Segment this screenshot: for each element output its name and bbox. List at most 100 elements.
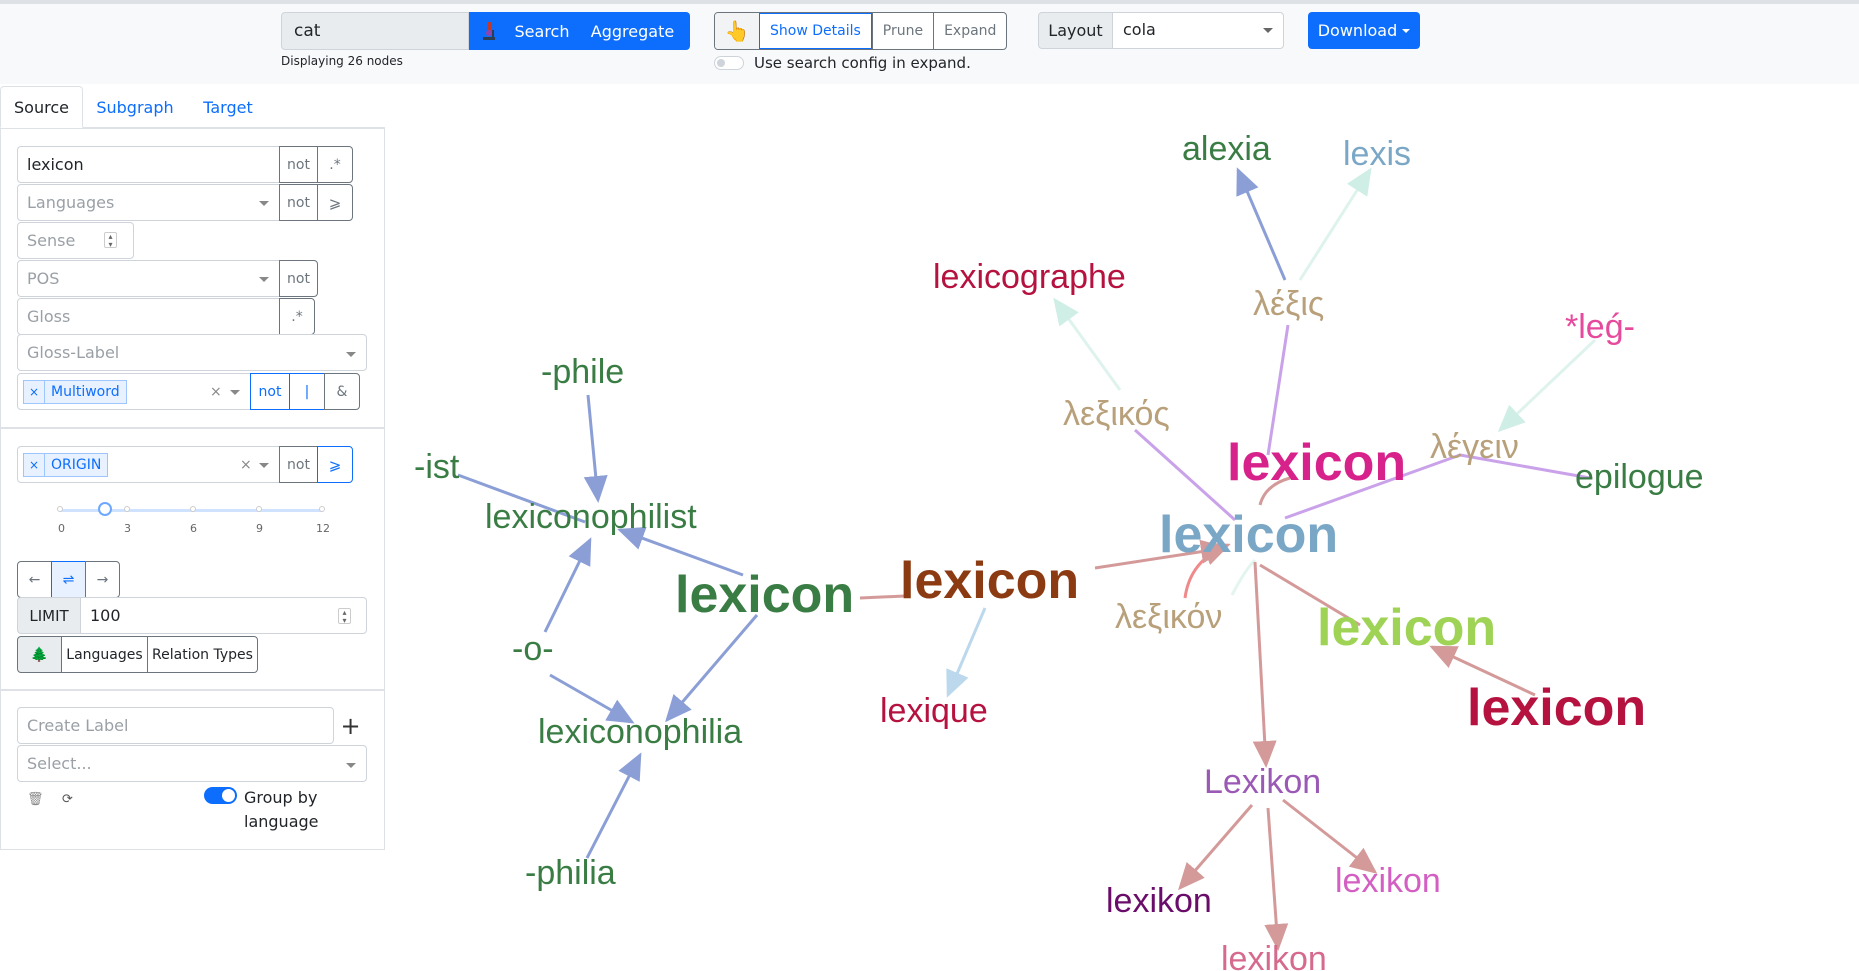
graph-node[interactable]: -o- [512, 630, 554, 668]
aggregate-button[interactable]: Aggregate [590, 21, 675, 41]
tag-not-button[interactable]: not [250, 373, 290, 410]
graph-node[interactable]: -ist [414, 448, 460, 486]
group-by-language-label: Group by language [244, 788, 319, 831]
gloss-placeholder: Gloss [27, 307, 71, 326]
chevron-down-icon [346, 763, 356, 768]
tree-icon[interactable]: 🌲 [17, 636, 62, 673]
depth-slider-handle[interactable] [98, 502, 112, 516]
term-not-button[interactable]: not [279, 146, 318, 183]
remove-tag-icon[interactable]: × [24, 381, 45, 403]
direction-right-button[interactable]: → [85, 561, 120, 598]
graph-node[interactable]: lexis [1343, 135, 1411, 173]
gloss-input[interactable]: Gloss [17, 298, 280, 335]
pointing-hand-icon[interactable]: 👆 [715, 13, 759, 49]
expand-config-toggle[interactable] [714, 56, 744, 70]
relation-not-button[interactable]: not [279, 446, 318, 483]
create-label-placeholder: Create Label [27, 716, 129, 735]
layout-select[interactable]: cola [1112, 12, 1284, 49]
graph-tools-group: 👆 Show Details Prune Expand [714, 12, 1008, 50]
term-regex-button[interactable]: .* [317, 146, 353, 183]
graph-node[interactable]: λεξικόν [1115, 598, 1222, 636]
create-label-input[interactable]: Create Label [17, 707, 334, 744]
sense-stepper[interactable]: ▴▾ [104, 232, 117, 249]
pos-not-button[interactable]: not [279, 260, 318, 297]
trash-icon[interactable]: 🗑 [27, 792, 44, 807]
chevron-down-icon [259, 201, 269, 206]
graph-node[interactable]: lexikon [1221, 940, 1327, 971]
languages-button[interactable]: Languages [61, 636, 148, 673]
show-details-button[interactable]: Show Details [759, 13, 872, 49]
slider-tick [319, 506, 325, 512]
slider-tick [256, 506, 262, 512]
tab-target[interactable]: Target [203, 97, 253, 117]
graph-node[interactable]: lexikon [1335, 862, 1441, 900]
relation-types-button[interactable]: Relation Types [147, 636, 258, 673]
sense-placeholder: Sense [27, 231, 76, 250]
tag-and-button[interactable]: & [324, 373, 360, 410]
gloss-regex-button[interactable]: .* [279, 298, 315, 335]
graph-node[interactable]: lexicon [1317, 599, 1496, 657]
tag-or-button[interactable]: | [289, 373, 325, 410]
microscope-icon[interactable] [469, 12, 509, 50]
search-button[interactable]: Search [514, 21, 570, 41]
direction-both-button[interactable]: ⇌ [51, 561, 86, 598]
download-button[interactable]: Download [1308, 12, 1420, 49]
graph-node[interactable]: lexique [880, 692, 988, 730]
limit-label: LIMIT [17, 597, 81, 634]
graph-node[interactable]: lexicon [1467, 679, 1646, 737]
graph-node[interactable]: λέξις [1253, 285, 1324, 323]
graph-node[interactable]: lexicographe [933, 258, 1126, 296]
slider-tick [57, 506, 63, 512]
search-input[interactable]: cat [281, 12, 469, 50]
direction-left-button[interactable]: ← [17, 561, 52, 598]
graph-nodes: alexia lexis lexicographe λέξις *leǵ- -p… [414, 130, 1704, 971]
languages-gte-button[interactable]: ⩾ [317, 184, 353, 221]
layout-value: cola [1123, 20, 1156, 39]
limit-stepper[interactable]: ▴▾ [338, 608, 351, 625]
languages-not-button[interactable]: not [279, 184, 318, 221]
graph-node[interactable]: λέγειν [1430, 428, 1519, 466]
chevron-down-icon [259, 463, 269, 468]
slider-tick-label: 6 [190, 522, 197, 535]
graph-node[interactable]: lexikon [1106, 882, 1212, 920]
origin-tag-chip: × ORIGIN [23, 453, 109, 477]
chevron-down-icon [1263, 28, 1273, 33]
graph-node[interactable]: alexia [1182, 130, 1271, 168]
languages-select[interactable]: Languages [17, 184, 280, 221]
graph-node[interactable]: lexiconophilia [538, 713, 742, 751]
graph-node[interactable]: λεξικός [1063, 395, 1170, 433]
clear-icon[interactable]: × [240, 457, 252, 473]
graph-node[interactable]: lexicon [900, 552, 1079, 610]
graph-node[interactable]: epilogue [1575, 458, 1704, 496]
slider-tick [190, 506, 196, 512]
tab-subgraph[interactable]: Subgraph [96, 97, 174, 117]
remove-tag-icon[interactable]: × [24, 454, 45, 476]
etymology-graph[interactable]: alexia lexis lexicographe λέξις *leǵ- -p… [385, 128, 1859, 971]
expand-button[interactable]: Expand [933, 13, 1006, 49]
group-by-language-toggle[interactable] [204, 787, 237, 804]
gloss-label-select[interactable]: Gloss-Label [17, 334, 367, 371]
tab-source[interactable]: Source [0, 86, 83, 128]
graph-node[interactable]: -phile [541, 353, 624, 391]
add-label-button[interactable]: + [340, 711, 361, 740]
label-select[interactable]: Select... [17, 745, 367, 782]
pos-select[interactable]: POS [17, 260, 280, 297]
graph-node[interactable]: -philia [525, 854, 616, 892]
limit-input[interactable]: 100 [80, 597, 367, 634]
graph-node[interactable]: lexicon [1159, 506, 1338, 564]
graph-node[interactable]: lexicon [675, 566, 854, 624]
graph-node[interactable]: lexicon [1227, 434, 1406, 492]
chevron-down-icon [346, 352, 356, 357]
graph-node[interactable]: lexiconophilist [485, 498, 697, 536]
term-input[interactable]: lexicon [17, 146, 280, 183]
clear-icon[interactable]: × [210, 384, 222, 400]
relation-gte-button[interactable]: ⩾ [317, 446, 353, 483]
graph-node[interactable]: *leǵ- [1565, 308, 1635, 346]
sense-input[interactable]: Sense [17, 222, 134, 259]
chevron-down-icon [230, 390, 240, 395]
graph-node[interactable]: Lexikon [1204, 763, 1321, 801]
refresh-icon[interactable]: ⟳ [62, 792, 73, 807]
multiword-tag-label: Multiword [51, 384, 120, 400]
prune-button[interactable]: Prune [871, 13, 933, 49]
expand-config-label: Use search config in expand. [754, 54, 971, 72]
